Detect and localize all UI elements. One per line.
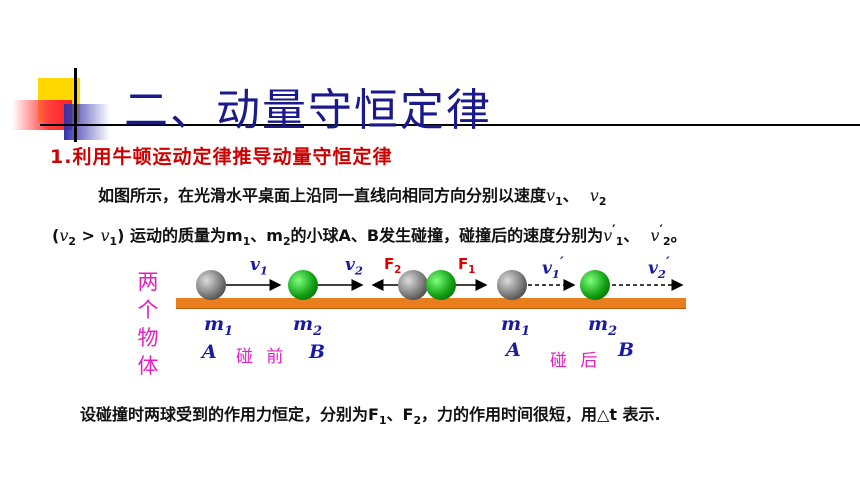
paragraph-line-1-text: 如图所示，在光滑水平桌面上沿同一直线向相同方向分别以速度 <box>98 186 547 205</box>
f-symbol: F <box>458 255 469 273</box>
decor-square-blue <box>64 104 110 140</box>
v-sub: 1 <box>551 267 560 282</box>
label-v2-before: v2 <box>345 255 363 277</box>
mass-sub-1: 1 <box>242 235 251 249</box>
m-symbol: m <box>501 313 522 335</box>
m-symbol: m <box>293 313 314 335</box>
label-f2: F2 <box>384 255 401 276</box>
v-symbol: v <box>250 255 260 275</box>
v1-subscript: 1 <box>555 195 563 209</box>
cmp-v1: v <box>100 226 110 245</box>
table-surface <box>176 298 686 308</box>
m-symbol: m <box>588 313 609 335</box>
ball-b-before <box>288 270 318 300</box>
bottom-text-suffix: ，力的作用时间很短，用△t 表示. <box>421 405 661 424</box>
bottom-sub-2: 2 <box>413 414 422 428</box>
ball-a-before <box>196 270 226 300</box>
f-symbol: F <box>384 255 395 273</box>
period: 。 <box>670 226 687 245</box>
label-m2-after: m2 <box>588 313 617 339</box>
m-sub: 2 <box>313 323 323 339</box>
v-symbol: v <box>542 258 552 279</box>
v-prime: ′ <box>665 255 670 271</box>
label-a-after: A <box>506 339 521 361</box>
label-b-after: B <box>618 339 635 361</box>
ball-a-after <box>497 270 527 300</box>
after-sep: 、 <box>623 226 640 245</box>
cmp-sign: > <box>75 226 101 245</box>
title-underline <box>40 124 860 126</box>
close-paren: ) <box>117 226 125 245</box>
v-symbol: v <box>345 255 355 275</box>
page-title: 二、动量守恒定律 <box>124 85 492 136</box>
cmp-v2: v <box>59 226 69 245</box>
mass-sub-2: 2 <box>282 235 291 249</box>
separator: 、 <box>562 186 579 205</box>
mass-text-c: 的小球A、B发生碰撞，碰撞后的速度分别为 <box>290 226 604 245</box>
bottom-text-sep: 、F <box>386 405 414 424</box>
section-subtitle: 1.利用牛顿运动定律推导动量守恒定律 <box>50 146 393 168</box>
after-v1-sub: 1 <box>615 235 624 249</box>
ball-a-collision <box>398 270 428 300</box>
m-symbol: m <box>204 313 225 335</box>
m-sub: 1 <box>521 323 531 339</box>
label-m1-after: m1 <box>501 313 530 339</box>
v-sub: 2 <box>657 267 666 282</box>
ball-b-after <box>580 270 610 300</box>
side-label-char: 物 <box>137 326 159 350</box>
after-v2: v <box>650 226 660 245</box>
mass-text-a: 运动的质量为m <box>130 226 243 245</box>
v2-symbol: v <box>589 186 599 205</box>
label-v2-after: v2′ <box>648 255 670 281</box>
v-prime: ′ <box>559 255 564 271</box>
paragraph-line-2: (v2 > v1) 运动的质量为m1、m2的小球A、B发生碰撞，碰撞后的速度分别… <box>52 222 687 249</box>
after-v1: v <box>603 226 613 245</box>
open-paren: ( <box>52 226 60 245</box>
cmp-v1-sub: 1 <box>109 235 118 249</box>
label-v1-after: v1′ <box>542 255 564 281</box>
bottom-text-prefix: 设碰撞时两球受到的作用力恒定，分别为F <box>80 405 379 424</box>
label-v1-before: v1 <box>250 255 268 277</box>
after-v2-sub: 2 <box>662 235 671 249</box>
side-label: 两 个 物 体 <box>136 268 160 380</box>
v-symbol: v <box>648 258 658 279</box>
side-label-char: 两 <box>137 270 159 294</box>
after-v2-prime: ′ <box>659 223 663 239</box>
f-sub: 1 <box>468 265 476 276</box>
v-sub: 1 <box>259 263 268 278</box>
label-m1-before: m1 <box>204 313 233 339</box>
m-sub: 1 <box>224 323 234 339</box>
side-label-char: 体 <box>137 354 159 378</box>
f-sub: 2 <box>394 265 402 276</box>
label-b-before: B <box>309 341 326 363</box>
ball-b-collision <box>426 270 456 300</box>
m-sub: 2 <box>608 323 618 339</box>
v1-symbol: v <box>546 186 556 205</box>
label-a-before: A <box>202 341 217 363</box>
v-sub: 2 <box>354 263 363 278</box>
side-label-char: 个 <box>137 298 159 322</box>
after-v1-prime: ′ <box>612 223 616 239</box>
v2-subscript: 2 <box>598 195 607 209</box>
label-f1: F1 <box>458 255 475 276</box>
cmp-v2-sub: 2 <box>68 235 76 249</box>
caption-before: 碰 前 <box>236 347 288 367</box>
bottom-sub-1: 1 <box>378 414 387 428</box>
bottom-sentence: 设碰撞时两球受到的作用力恒定，分别为F1、F2，力的作用时间很短，用△t 表示. <box>80 401 661 427</box>
decor-vertical-line <box>74 68 77 142</box>
label-m2-before: m2 <box>293 313 322 339</box>
paragraph-line-1: 如图所示，在光滑水平桌面上沿同一直线向相同方向分别以速度v1、 v2 <box>98 182 606 208</box>
mass-text-b: 、m <box>250 226 283 245</box>
caption-after: 碰 后 <box>550 351 602 371</box>
